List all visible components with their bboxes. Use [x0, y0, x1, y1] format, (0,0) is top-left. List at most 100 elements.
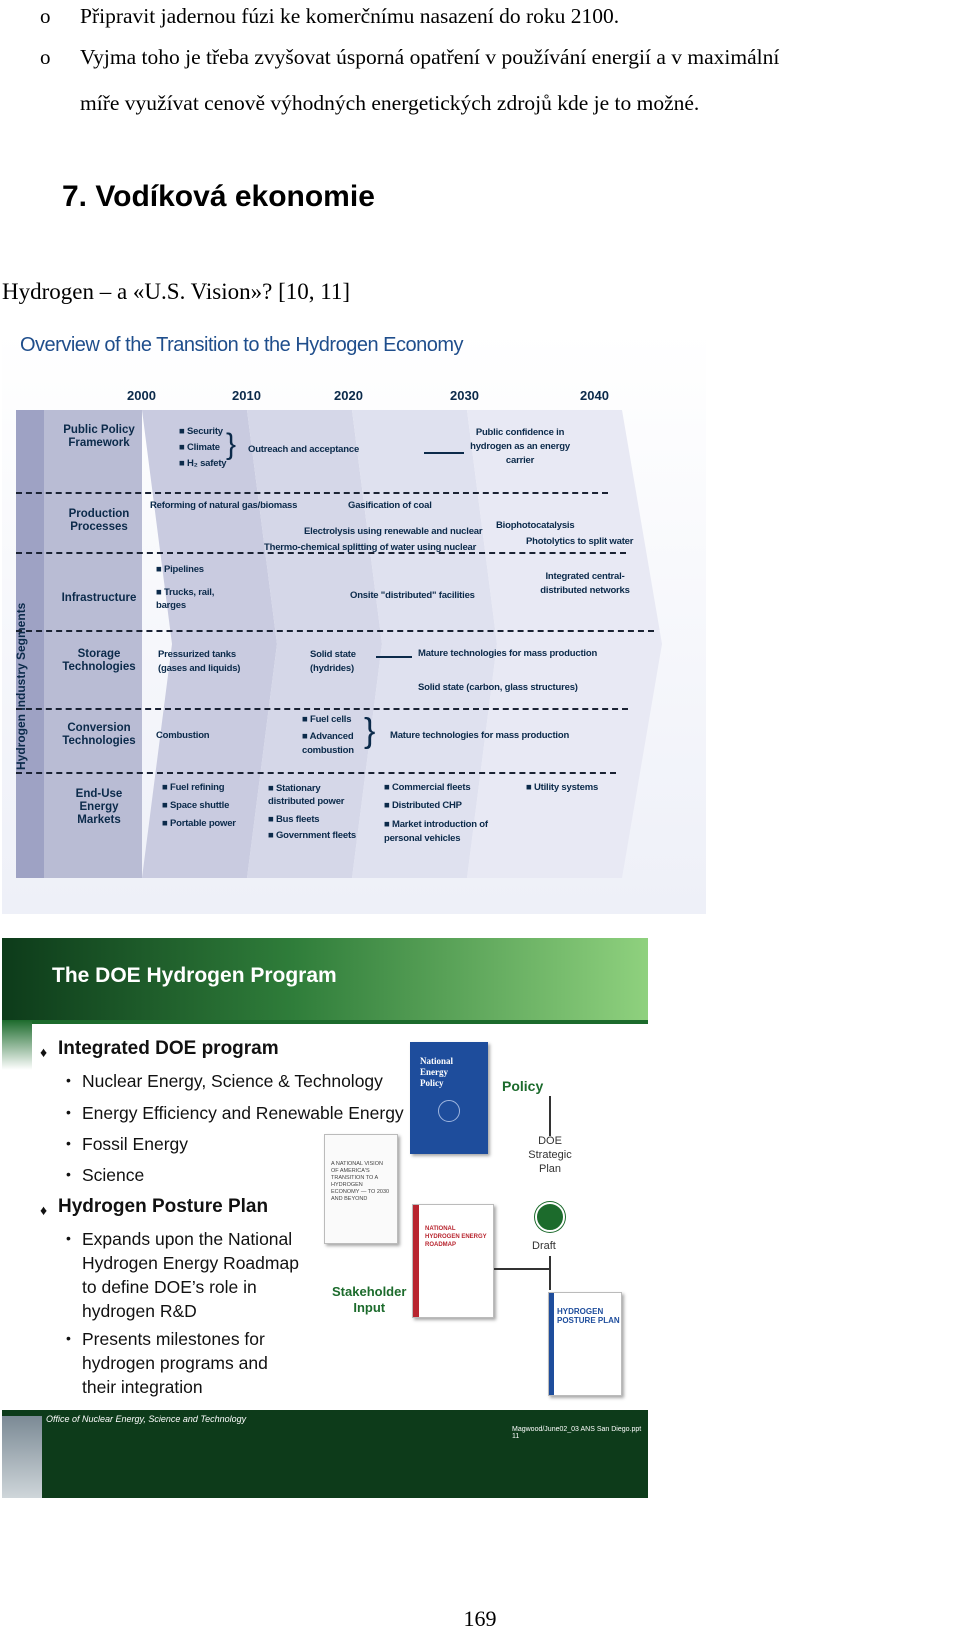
policy-end: Public confidence in hydrogen as an ener… [470, 427, 570, 466]
slide-footer [2, 1410, 648, 1498]
national-vision-cover: A NATIONAL VISION OF AMERICA'S TRANSITIO… [324, 1134, 398, 1244]
enduse-item: ■ Fuel refining [162, 782, 225, 793]
hydrogen-roadmap-cover: NATIONAL HYDROGEN ENERGY ROADMAP [412, 1204, 494, 1318]
enduse-item: ■ Space shuttle [162, 800, 230, 811]
brace-icon: } [226, 428, 237, 461]
brace-icon: } [364, 712, 376, 750]
segment-label-policy: Public Policy Framework [63, 424, 135, 449]
enduse-item: ■ Distributed CHP [384, 800, 462, 811]
subheading: Hydrogen – a «U.S. Vision»? [10, 11] [2, 279, 351, 304]
slide-list-item: Presents milestones for [82, 1329, 265, 1349]
row-divider [16, 630, 654, 632]
policy-item: ■ Climate [179, 442, 220, 453]
bullet-marker: o [40, 45, 51, 69]
slide-list-item: Science [82, 1165, 145, 1185]
production-item: Biophotocatalysis [496, 520, 575, 531]
page-number: 169 [463, 1606, 497, 1631]
policy-outreach: Outreach and acceptance [248, 444, 360, 455]
year-label: 2010 [232, 388, 261, 403]
segment-label-production: Production Processes [68, 508, 130, 533]
slide-heading: Hydrogen Posture Plan [58, 1196, 269, 1217]
figure-title: Overview of the Transition to the Hydrog… [20, 334, 464, 356]
bullet-icon: • [66, 1166, 71, 1182]
row-divider [16, 552, 626, 554]
slide-list-item: hydrogen R&D [82, 1301, 197, 1321]
policy-item: ■ Security [179, 426, 223, 437]
infrastructure-item: ■ Trucks, rail, barges [156, 587, 215, 611]
row-divider [16, 708, 628, 710]
conversion-item: Combustion [156, 730, 210, 741]
policy-item: ■ H₂ safety [179, 458, 227, 469]
hydrogen-transition-figure: Overview of the Transition to the Hydrog… [2, 330, 706, 914]
infrastructure-item: ■ Pipelines [156, 564, 204, 575]
slide-list-item: Energy Efficiency and Renewable Energy [82, 1103, 404, 1123]
segment-label-conversion: Conversion Technologies [62, 722, 136, 747]
slide-header [2, 938, 648, 1020]
year-label: 2020 [334, 388, 363, 403]
storage-item: Solid state (carbon, glass structures) [418, 682, 578, 693]
enduse-item: ■ Government fleets [268, 830, 356, 841]
storage-item: Solid state (hydrides) [310, 649, 356, 674]
bullet-text: Vyjma toho je třeba zvyšovat úsporná opa… [80, 45, 780, 69]
footer-right: Magwood/June02_03 ANS San Diego.ppt 11 [512, 1426, 642, 1440]
infrastructure-item: Integrated central-distributed networks [540, 571, 630, 596]
arrow-icon [549, 1256, 551, 1290]
slide-list-item: Nuclear Energy, Science & Technology [82, 1071, 383, 1091]
production-item: Electrolysis using renewable and nuclear [304, 526, 483, 537]
conversion-item: Mature technologies for mass production [390, 730, 570, 741]
arrow-icon [494, 1268, 550, 1270]
footer-left: Office of Nuclear Energy, Science and Te… [46, 1414, 247, 1424]
seal-icon [438, 1100, 460, 1122]
row-divider [16, 772, 616, 774]
enduse-item: ■ Portable power [162, 818, 236, 829]
enduse-item: ■ Commercial fleets [384, 782, 471, 793]
arrow-icon [424, 452, 464, 454]
enduse-item: ■ Bus fleets [268, 814, 320, 825]
year-label: 2030 [450, 388, 479, 403]
diamond-icon: ♦ [40, 1044, 48, 1060]
slide-list-item: Fossil Energy [82, 1134, 189, 1154]
policy-label: Policy [502, 1078, 544, 1094]
arrow-icon [376, 656, 412, 658]
production-item: Gasification of coal [348, 500, 432, 511]
slide-list-item: Expands upon the National [82, 1229, 293, 1249]
segment-label-enduse: End-Use Energy Markets [75, 788, 123, 826]
segment-label-infrastructure: Infrastructure [61, 592, 137, 604]
doe-hydrogen-program-slide: The DOE Hydrogen Program ♦ Integrated DO… [2, 938, 648, 1498]
production-item: Thermo-chemical splitting of water using… [264, 542, 477, 553]
doe-seal-icon [535, 1202, 565, 1232]
bullet-text-continued: míře využívat cenově výhodných energetic… [80, 91, 700, 115]
arrow-icon [549, 1096, 551, 1136]
bullet-marker: o [40, 4, 51, 28]
slide-list-item: their integration [82, 1377, 203, 1397]
slide-list-item: Hydrogen Energy Roadmap [82, 1253, 299, 1273]
bullet-icon: • [66, 1135, 71, 1151]
storage-item: Pressurized tanks (gases and liquids) [158, 649, 241, 674]
header-rule [2, 1020, 648, 1024]
segment-label-storage: Storage Technologies [62, 648, 136, 673]
draft-label: Draft [532, 1240, 556, 1252]
slide-list-item: to define DOE’s role in [82, 1277, 257, 1297]
left-accent [2, 1020, 32, 1436]
row-divider [16, 492, 608, 494]
chevron-background [16, 410, 662, 878]
conversion-item: ■ Advanced combustion [302, 731, 354, 756]
year-label: 2000 [127, 388, 156, 403]
slide-heading: Integrated DOE program [58, 1038, 279, 1059]
bullet-icon: • [66, 1330, 71, 1346]
production-item: Reforming of natural gas/biomass [150, 500, 298, 511]
bullet-text: Připravit jadernou fúzi ke komerčnímu na… [80, 4, 620, 28]
conversion-item: ■ Fuel cells [302, 714, 352, 725]
side-label: Hydrogen Industry Segments [14, 602, 28, 770]
bullet-icon: • [66, 1072, 71, 1088]
infrastructure-item: Onsite "distributed" facilities [350, 590, 475, 601]
section-heading: 7. Vodíková ekonomie [62, 180, 375, 213]
bullet-icon: • [66, 1230, 71, 1246]
cooling-tower-image [2, 1416, 42, 1498]
bullet-icon: • [66, 1104, 71, 1120]
production-item: Photolytics to split water [526, 536, 634, 547]
